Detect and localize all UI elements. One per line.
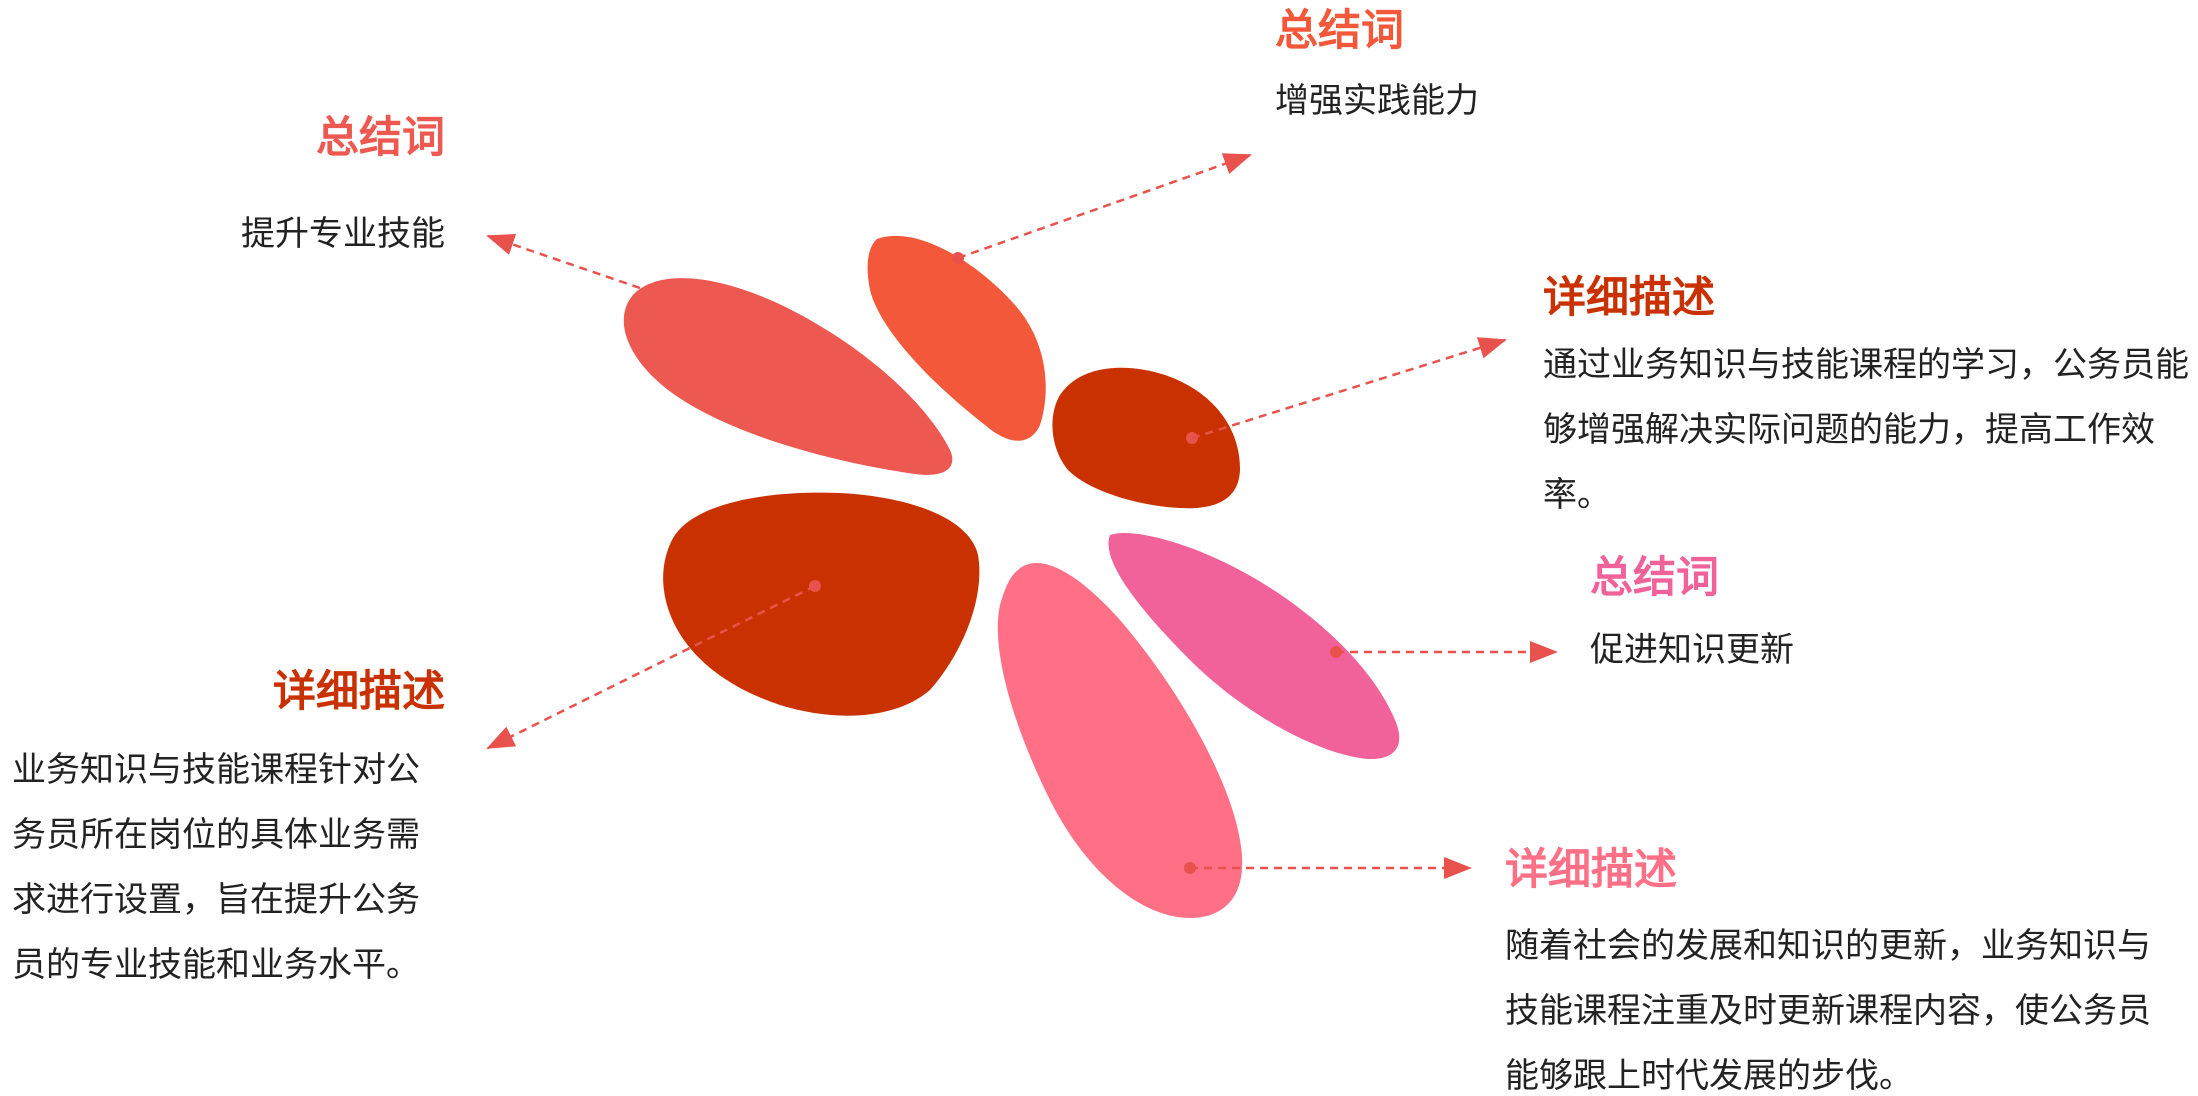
connector-top	[952, 153, 1252, 264]
petal-left	[663, 492, 980, 716]
detail-title-bottom: 详细描述	[1505, 845, 1677, 895]
detail-text-right: 通过业务知识与技能课程的学习，公务员能够增强解决实际问题的能力，提高工作效率。	[1543, 345, 2189, 515]
summary-title-upper-left: 总结词	[316, 113, 445, 163]
connector-lower-right	[1330, 641, 1558, 663]
connector-bottom	[1184, 857, 1472, 879]
petal-lower-right	[1108, 533, 1400, 760]
detail-text-bottom: 随着社会的发展和知识的更新，业务知识与技能课程注重及时更新课程内容，使公务员能够…	[1505, 926, 2151, 1096]
summary-text-top: 增强实践能力	[1275, 81, 1479, 121]
petal-bottom	[997, 563, 1243, 918]
detail-title-right: 详细描述	[1543, 273, 1715, 323]
summary-title-lower-right: 总结词	[1590, 553, 1719, 603]
summary-title-top: 总结词	[1275, 6, 1404, 56]
petal-right	[1052, 367, 1240, 509]
detail-text-left: 业务知识与技能课程针对公务员所在岗位的具体业务需求进行设置，旨在提升公务员的专业…	[12, 750, 420, 985]
connector-left	[486, 580, 821, 750]
connector-upper-left	[486, 234, 641, 290]
connector-right	[1186, 337, 1507, 444]
petal-upper-left	[623, 278, 953, 475]
summary-text-lower-right: 促进知识更新	[1590, 630, 1794, 670]
summary-text-upper-left: 提升专业技能	[241, 214, 445, 254]
petal-top	[867, 235, 1046, 441]
detail-title-left: 详细描述	[273, 667, 445, 717]
